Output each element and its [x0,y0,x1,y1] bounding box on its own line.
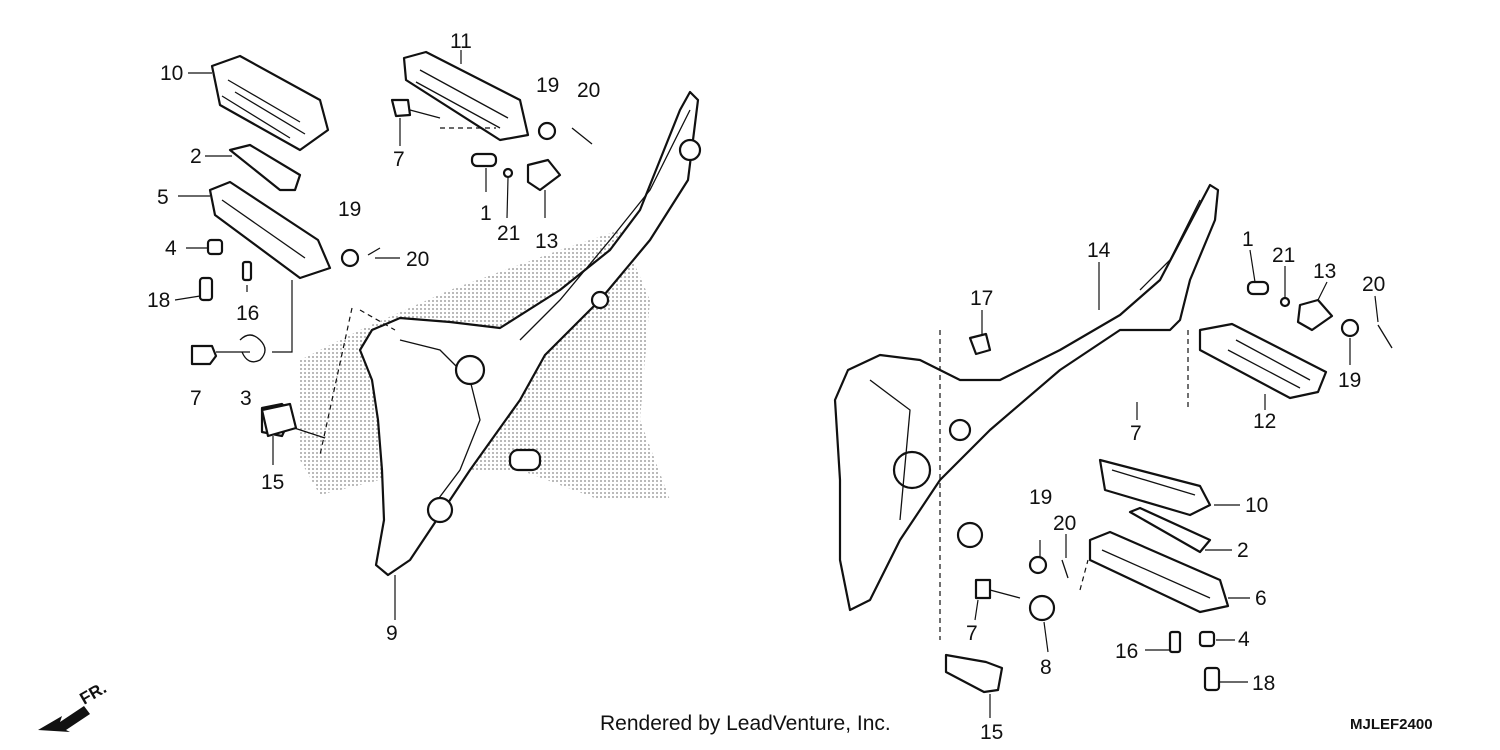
callout-2-l2b: 2 [1237,539,1249,562]
callout-1-l1a: 1 [480,202,492,225]
callout-15-l15b: 15 [980,721,1003,744]
callout-19-l19a: 19 [536,74,559,97]
right-plate-2[interactable] [1128,506,1212,554]
callout-7-l7a: 7 [393,148,405,171]
callout-21-l21a: 21 [497,222,520,245]
credit-line: Rendered by LeadVenture, Inc. [600,712,891,735]
callout-7-l7c: 7 [1130,422,1142,445]
callout-20-l20b: 20 [406,248,429,271]
callout-9-l9: 9 [386,622,398,645]
callout-18-l18b: 18 [1252,672,1275,695]
right-footpeg-rubber-10[interactable] [1098,458,1212,517]
callout-20-l20a: 20 [577,79,600,102]
callout-19-l19b: 19 [338,198,361,221]
left-footpeg-rubber-10[interactable] [210,54,330,152]
callout-11-l11: 11 [450,30,472,53]
diagram-code: MJLEF2400 [1350,716,1433,733]
callout-15-l15a: 15 [261,471,284,494]
callout-10-l10: 10 [160,62,183,85]
right-small-parts[interactable] [944,332,1221,694]
callout-4-l4b: 4 [1238,628,1250,651]
callout-5-l5: 5 [157,186,169,209]
left-bolt-15[interactable] [260,402,298,438]
callout-4-l4a: 4 [165,237,177,260]
callout-19-l19d: 19 [1029,486,1052,509]
right-passenger-footpeg-12[interactable] [1198,280,1393,400]
callout-19-l19c: 19 [1338,369,1361,392]
callout-13-l13a: 13 [535,230,558,253]
right-footpeg-6[interactable] [1088,530,1230,614]
callout-6-l6: 6 [1255,587,1267,610]
callout-20-l20c: 20 [1362,273,1385,296]
callout-8-l8: 8 [1040,656,1052,679]
callout-21-l21b: 21 [1272,244,1295,267]
callout-7-l7d: 7 [966,622,978,645]
callout-7-l7b: 7 [190,387,202,410]
left-footpeg-5[interactable] [208,180,332,280]
left-passenger-footpeg-11[interactable] [340,50,593,268]
callout-3-l3: 3 [240,387,252,410]
callout-17-l17: 17 [970,287,993,310]
leader-lines [174,50,1379,718]
callout-12-l12: 12 [1253,410,1276,433]
callout-10-l10b: 10 [1245,494,1268,517]
callout-2-l2a: 2 [190,145,202,168]
callout-13-l13b: 13 [1313,260,1336,283]
callout-16-l16b: 16 [1115,640,1138,663]
callout-16-l16a: 16 [236,302,259,325]
front-direction-arrow [38,706,90,732]
right-step-bracket-14[interactable] [833,183,1220,612]
callout-1-l1b: 1 [1242,228,1254,251]
callout-20-l20d: 20 [1053,512,1076,535]
front-direction-label: FR. [77,678,110,708]
left-step-bracket-9[interactable] [358,90,702,577]
callout-14-l14: 14 [1087,239,1111,262]
callout-18-l18a: 18 [147,289,170,312]
left-plate-2[interactable] [228,143,302,192]
